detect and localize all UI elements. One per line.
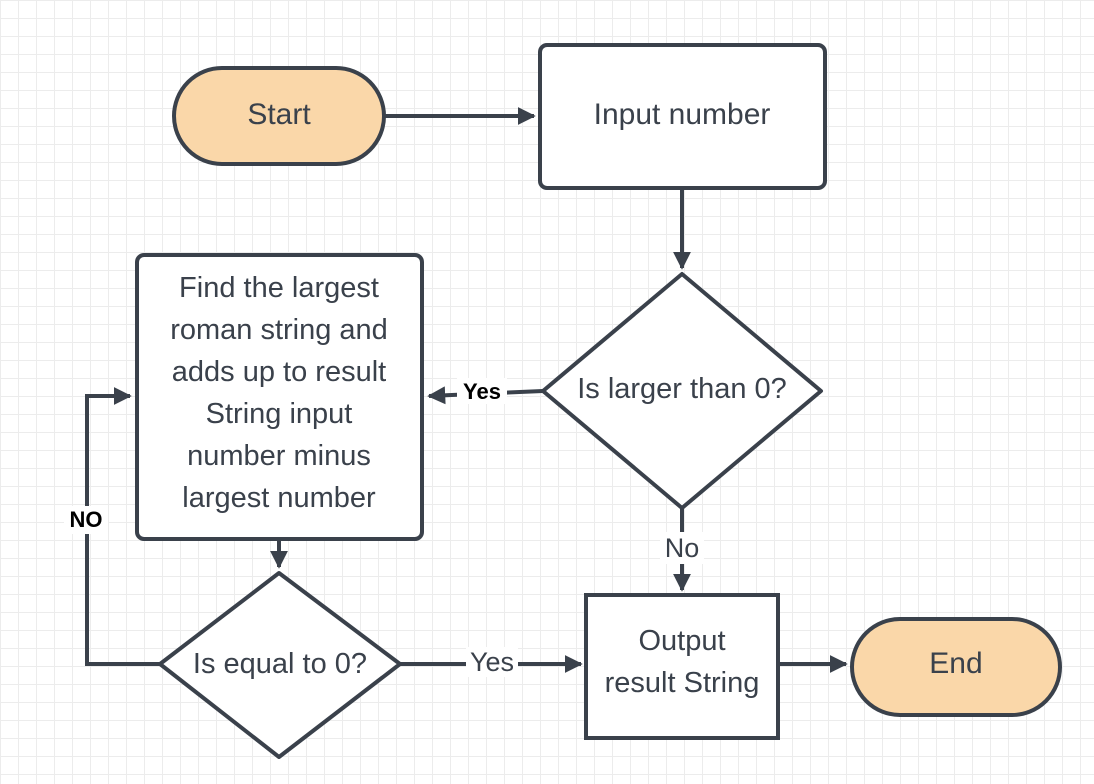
process-line-3: adds up to result [172,356,386,388]
process-line-2: roman string and [170,314,388,346]
output-box [584,593,780,740]
output-line-1: Output [638,625,725,657]
input-number-label: Input number [594,98,771,131]
edge-label-larger-yes: Yes [463,379,501,404]
process-line-1: Find the largest [179,272,379,304]
process-line-6: largest number [182,482,376,514]
process-line-4: String input [206,398,353,430]
end-terminal [850,617,1062,717]
label-bg-equal-no [64,506,108,534]
edge-label-equal-yes: Yes [470,647,514,677]
process-box [135,253,424,541]
decision-equal-zero [158,571,402,759]
edge-label-equal-no: NO [70,507,103,532]
input-number-box [538,43,827,190]
start-terminal [172,66,386,166]
edge-label-larger-no: No [665,533,700,563]
start-label: Start [247,98,311,131]
label-bg-larger-no [660,532,704,564]
decision-larger-than-zero [541,272,823,510]
end-label: End [929,647,982,680]
output-line-2: result String [605,667,760,699]
label-bg-larger-yes [457,378,507,404]
process-line-5: number minus [187,440,371,472]
decision-equal-label: Is equal to 0? [193,648,367,680]
label-bg-equal-yes [466,647,518,677]
decision-larger-label: Is larger than 0? [577,373,787,405]
